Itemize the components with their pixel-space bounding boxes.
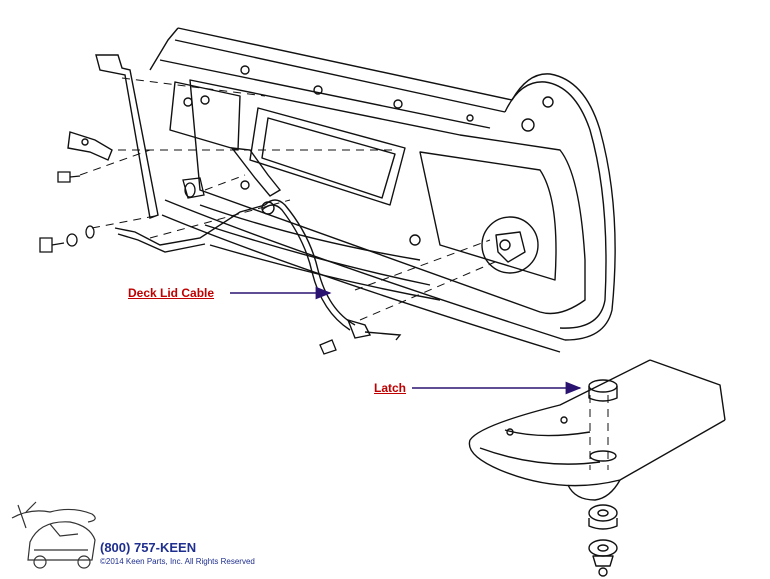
deck-lid-cable: [114, 147, 402, 341]
bolts-and-washers: [39, 171, 337, 355]
deck-lid-cable-link[interactable]: Deck Lid Cable: [128, 286, 215, 300]
phone-number: (800) 757-KEEN: [100, 540, 197, 555]
latch-link[interactable]: Latch: [374, 381, 407, 395]
keen-parts-logo: [11, 501, 96, 569]
alignment-lines: [79, 77, 609, 470]
latch-detail: [468, 359, 726, 577]
copyright-notice: ©2014 Keen Parts, Inc. All Rights Reserv…: [100, 557, 255, 566]
deck-lid-panel: [149, 27, 616, 353]
hinge-bracket: [67, 54, 159, 219]
